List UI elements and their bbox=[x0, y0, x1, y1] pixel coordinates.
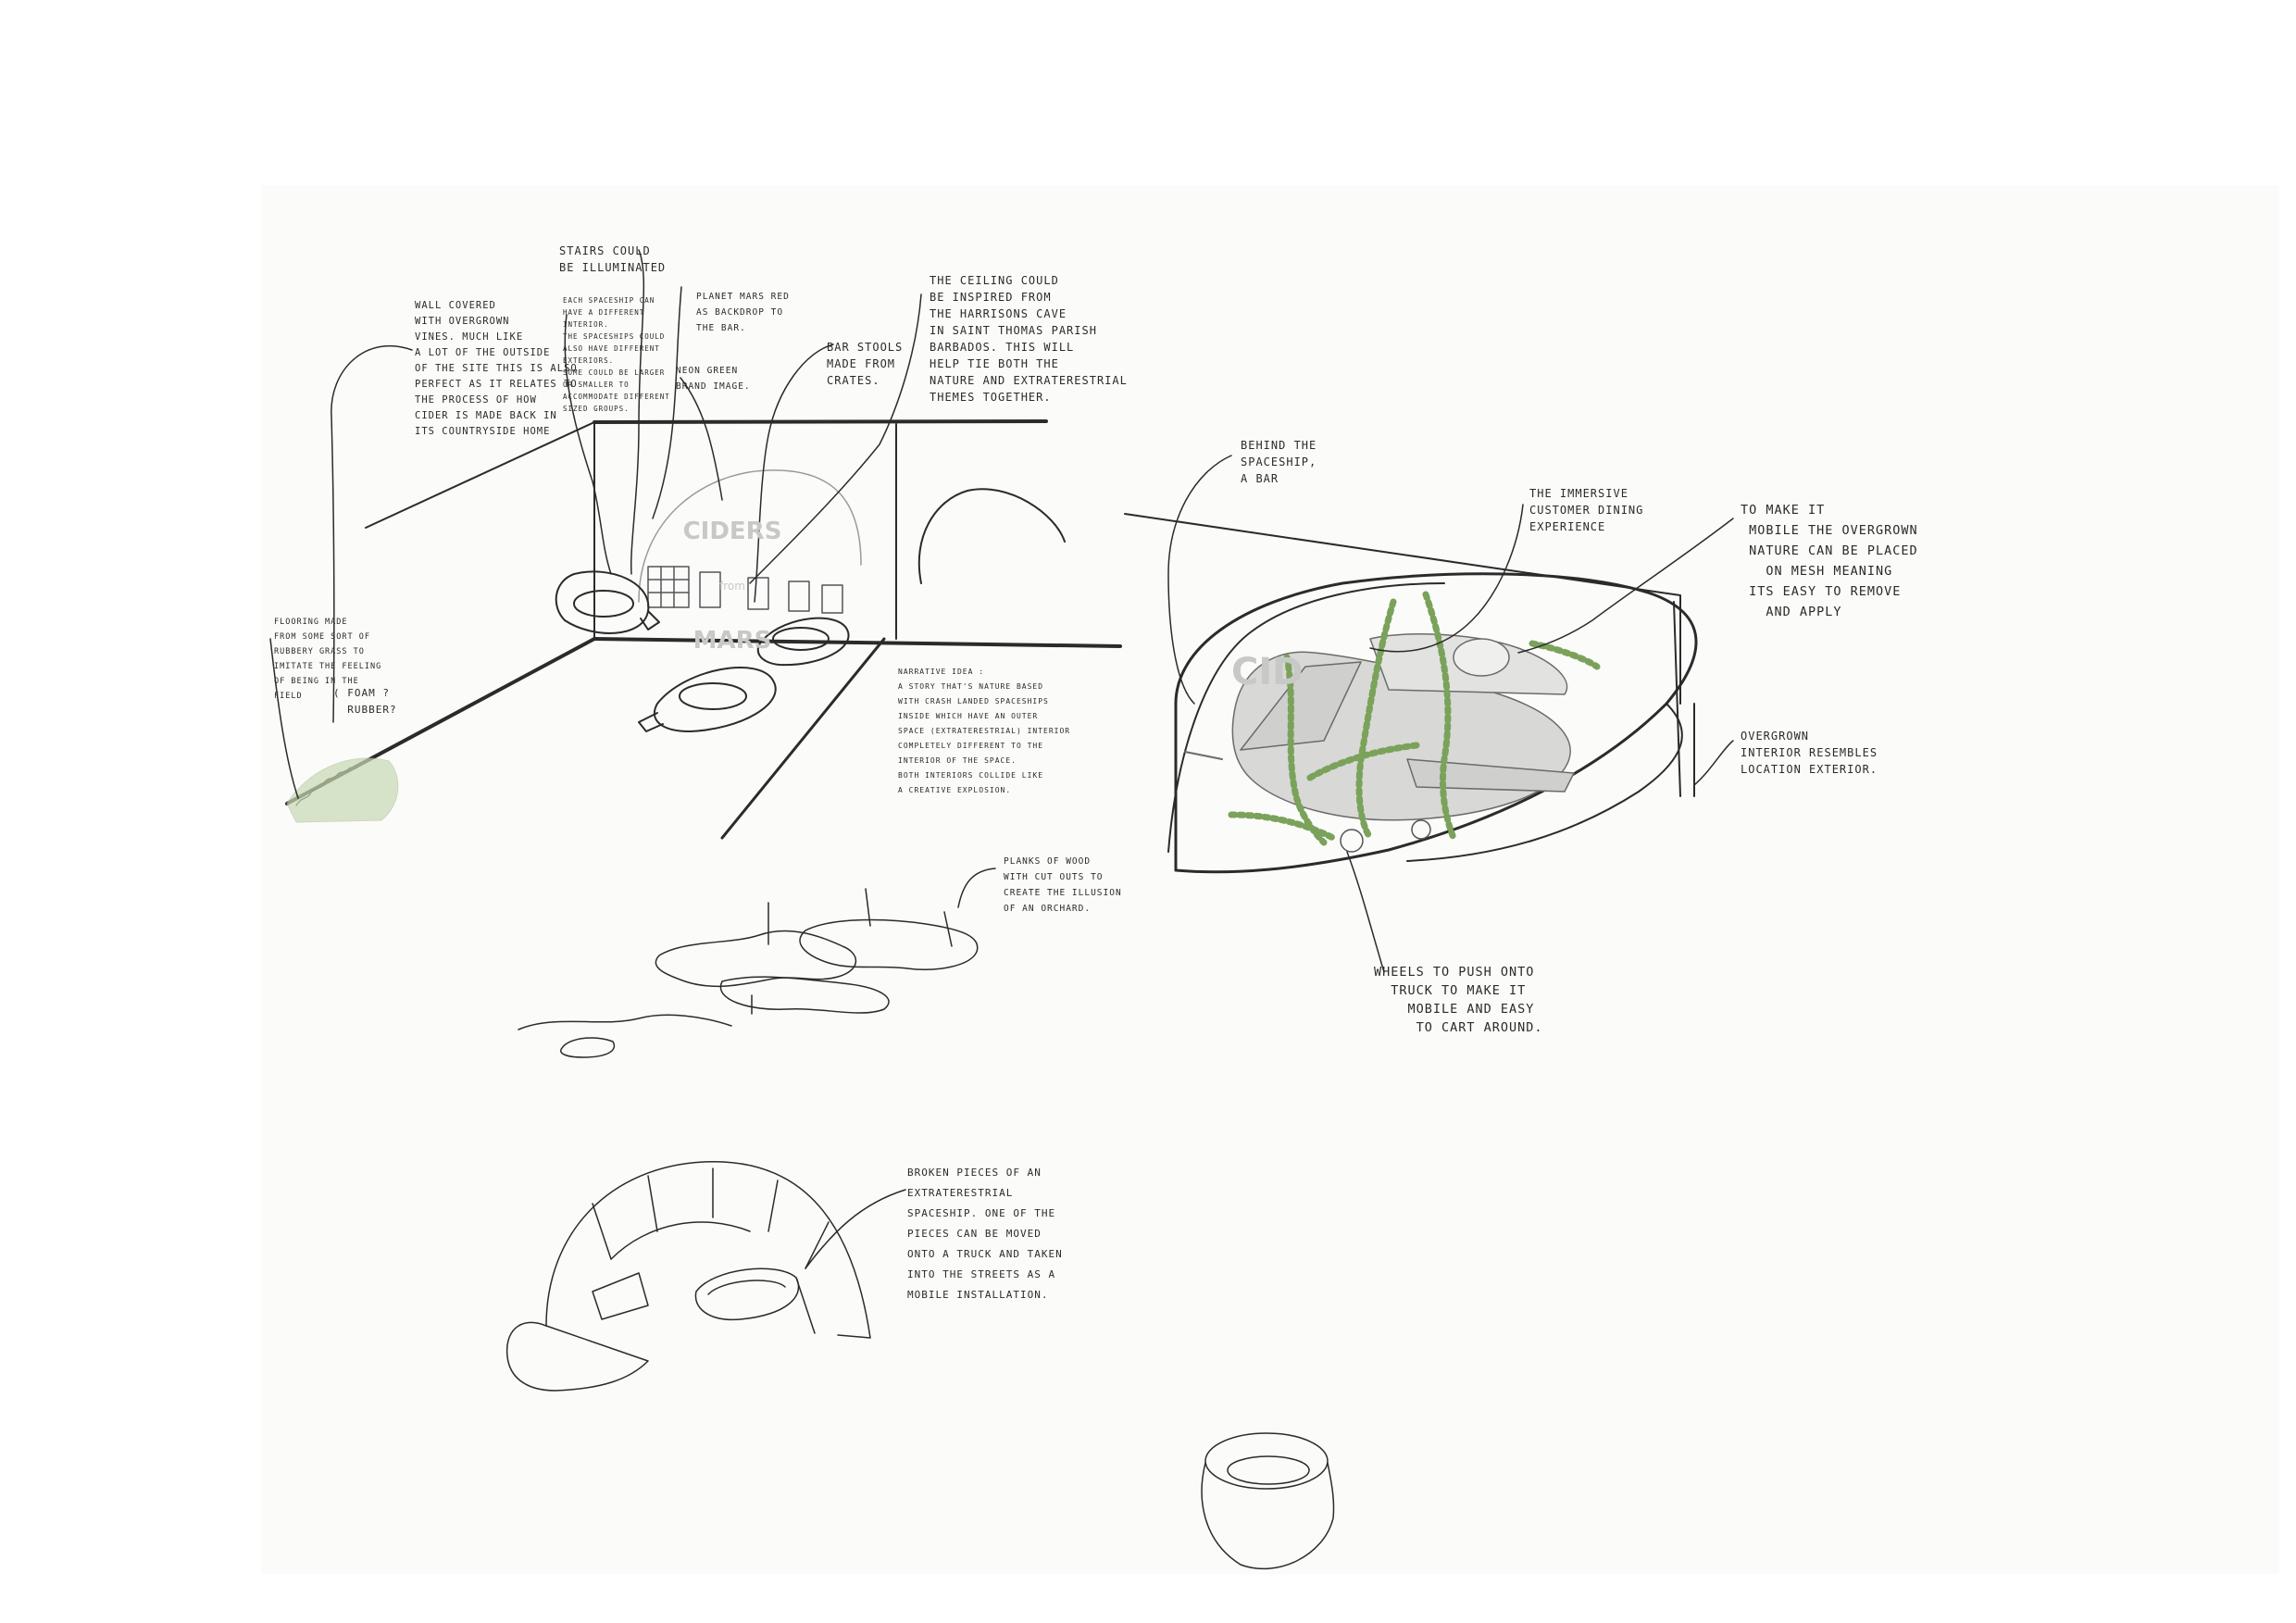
spaceship-ring-piece bbox=[1202, 1433, 1333, 1568]
sign-line-2: from bbox=[681, 580, 783, 593]
annotation-immersive-dining: THE IMMERSIVE CUSTOMER DINING EXPERIENCE bbox=[1529, 485, 1643, 535]
annotation-overgrown: OVERGROWN INTERIOR RESEMBLES LOCATION EX… bbox=[1741, 728, 1878, 778]
annotation-flooring-question: ( FOAM ? RUBBER? bbox=[333, 685, 397, 718]
sign-line-3: MARS bbox=[681, 628, 783, 654]
annotation-wall: WALL COVERED WITH OVERGROWN VINES. MUCH … bbox=[415, 298, 578, 440]
annotation-planks: PLANKS OF WOOD WITH CUT OUTS TO CREATE T… bbox=[1004, 854, 1122, 917]
orchard-planks bbox=[518, 868, 995, 1057]
annotation-broken-pieces: BROKEN PIECES OF AN EXTRATERESTRIAL SPAC… bbox=[907, 1163, 1063, 1305]
broken-spaceship-piece bbox=[507, 1162, 905, 1391]
annotation-mesh: TO MAKE IT MOBILE THE OVERGROWN NATURE C… bbox=[1741, 500, 1918, 622]
ciders-from-mars-sign: CIDERS from MARS bbox=[681, 483, 783, 689]
annotation-stairs: STAIRS COULD BE ILLUMINATED bbox=[559, 243, 666, 276]
grass-patch bbox=[287, 758, 398, 822]
annotation-neon-sign: NEON GREEN BRAND IMAGE. bbox=[676, 363, 751, 394]
annotation-planet-mars: PLANET MARS RED AS BACKDROP TO THE BAR. bbox=[696, 289, 790, 336]
annotation-narrative: NARRATIVE IDEA : A STORY THAT'S NATURE B… bbox=[898, 665, 1070, 798]
annotation-spaceship-interior: EACH SPACESHIP CAN HAVE A DIFFERENT INTE… bbox=[563, 294, 670, 415]
annotation-wheels: WHEELS TO PUSH ONTO TRUCK TO MAKE IT MOB… bbox=[1374, 963, 1543, 1037]
annotation-ceiling: THE CEILING COULD BE INSPIRED FROM THE H… bbox=[930, 272, 1128, 406]
annotation-behind-spaceship: BEHIND THE SPACESHIP, A BAR bbox=[1241, 437, 1316, 487]
sign-fragment-right: CID bbox=[1231, 652, 1303, 693]
annotation-bar-stools: BAR STOOLS MADE FROM CRATES. bbox=[827, 339, 903, 389]
sign-line-1: CIDERS bbox=[681, 518, 783, 544]
